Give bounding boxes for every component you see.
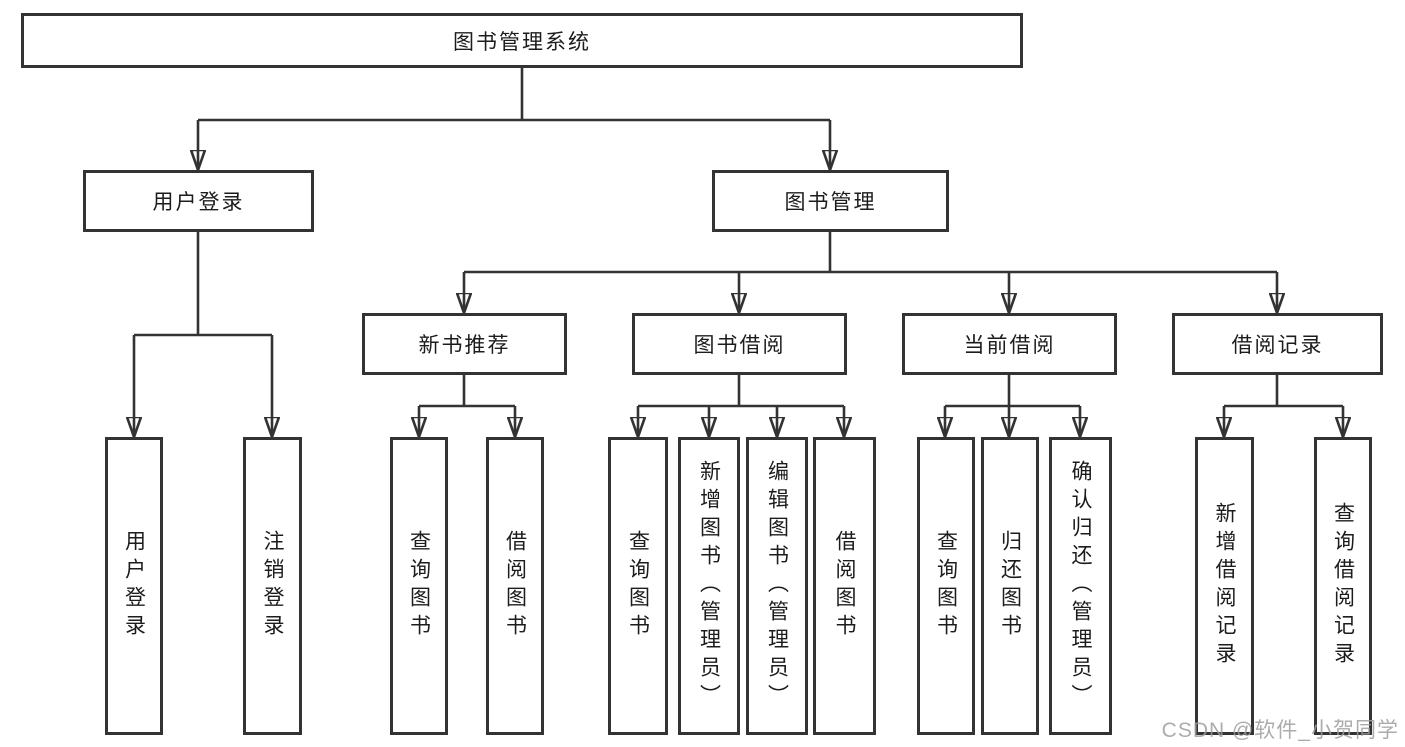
leaf-label: 借阅图书 bbox=[503, 530, 527, 642]
node-new-book-recommend: 新书推荐 bbox=[362, 313, 567, 375]
node-leaf-cb-confirm-return-admin: 确认归还（管理员） bbox=[1049, 437, 1112, 735]
node-leaf-bb-add-books-admin: 新增图书（管理员） bbox=[678, 437, 740, 735]
connector-new-book-trunk bbox=[419, 375, 515, 408]
leaf-label: 查询图书 bbox=[407, 530, 431, 642]
node-leaf-cb-return-books: 归还图书 bbox=[981, 437, 1039, 735]
node-book-management: 图书管理 bbox=[712, 170, 949, 232]
leaf-label: 查询图书 bbox=[934, 530, 958, 642]
connector-book-management-trunk bbox=[464, 232, 1277, 274]
connector-root-trunk bbox=[198, 68, 830, 122]
node-leaf-br-add-record: 新增借阅记录 bbox=[1195, 437, 1254, 735]
leaf-label: 查询借阅记录 bbox=[1331, 502, 1355, 670]
node-leaf-br-query-record: 查询借阅记录 bbox=[1314, 437, 1372, 735]
leaf-label: 借阅图书 bbox=[833, 530, 856, 642]
node-leaf-bb-query-books: 查询图书 bbox=[608, 437, 668, 735]
node-leaf-cb-query-books: 查询图书 bbox=[917, 437, 975, 735]
leaf-label: 确认归还（管理员） bbox=[1069, 460, 1092, 712]
node-user-login: 用户登录 bbox=[83, 170, 314, 232]
node-leaf-user-login: 用户登录 bbox=[105, 437, 163, 735]
leaf-label: 新增借阅记录 bbox=[1213, 502, 1236, 670]
connector-book-borrow-trunk bbox=[638, 375, 844, 408]
node-book-borrowing: 图书借阅 bbox=[632, 313, 847, 375]
leaf-label: 注销登录 bbox=[261, 530, 284, 642]
leaf-label: 归还图书 bbox=[998, 530, 1022, 642]
leaf-label: 查询图书 bbox=[626, 530, 650, 642]
node-current-borrowing: 当前借阅 bbox=[902, 313, 1117, 375]
connector-current-borrow-trunk bbox=[945, 375, 1080, 408]
node-leaf-bb-edit-books-admin: 编辑图书（管理员） bbox=[746, 437, 808, 735]
node-leaf-logout: 注销登录 bbox=[243, 437, 302, 735]
connector-user-login-trunk bbox=[134, 232, 272, 337]
node-leaf-bb-borrow-books: 借阅图书 bbox=[813, 437, 876, 735]
leaf-label: 新增图书（管理员） bbox=[697, 460, 721, 712]
csdn-watermark: CSDN @软件_小贺同学 bbox=[1161, 719, 1399, 742]
connector-borrow-records-trunk bbox=[1224, 375, 1343, 408]
node-library-management-system: 图书管理系统 bbox=[21, 13, 1023, 68]
node-leaf-nbr-query-books: 查询图书 bbox=[390, 437, 448, 735]
leaf-label: 用户登录 bbox=[122, 530, 146, 642]
leaf-label: 编辑图书（管理员） bbox=[765, 460, 789, 712]
node-leaf-nbr-borrow-books: 借阅图书 bbox=[486, 437, 544, 735]
node-borrowing-records: 借阅记录 bbox=[1172, 313, 1383, 375]
